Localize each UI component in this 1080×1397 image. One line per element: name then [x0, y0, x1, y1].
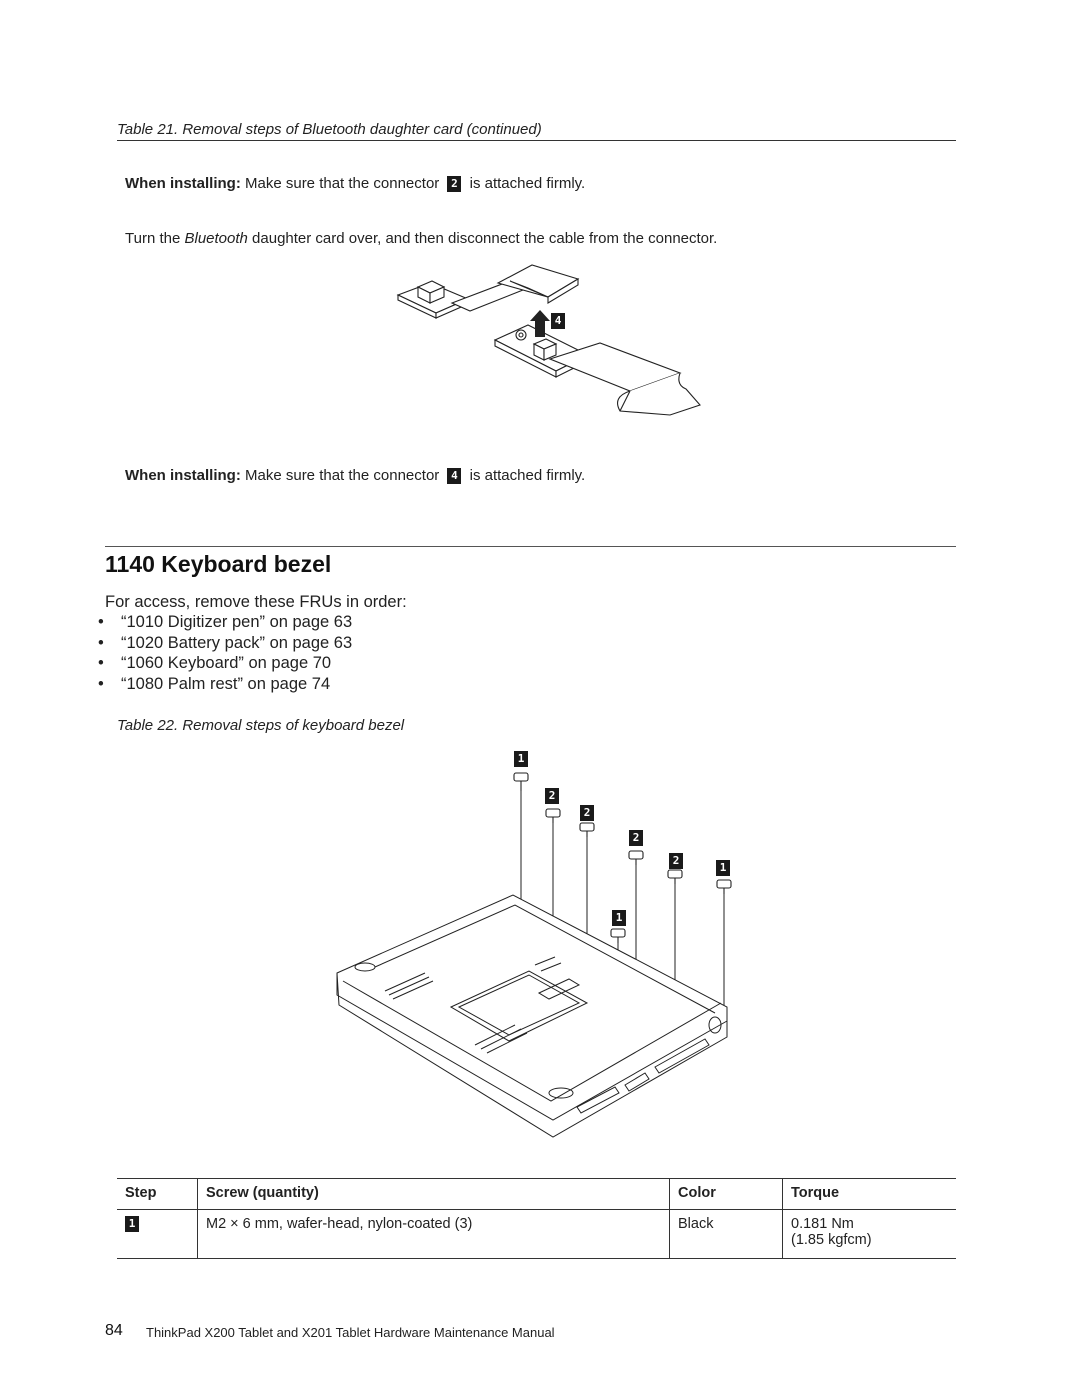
fru-list: “1010 Digitizer pen” on page 63 “1020 Ba…	[95, 612, 352, 694]
screw-table: Step Screw (quantity) Color Torque 1 M2 …	[117, 1179, 956, 1258]
fru-link[interactable]: “1060 Keyboard” on page 70	[95, 653, 352, 674]
table-21-caption: Table 21. Removal steps of Bluetooth dau…	[117, 121, 542, 138]
bluetooth-card-figure	[396, 264, 701, 416]
callout-badge-1: 1	[716, 860, 730, 876]
note-label: When installing:	[125, 467, 241, 484]
callout-badge-2: 2	[629, 830, 643, 846]
table-header-row: Step Screw (quantity) Color Torque	[117, 1179, 956, 1210]
callout-badge-1: 1	[514, 751, 528, 767]
section-rule	[105, 546, 956, 547]
screw-table-wrapper: Step Screw (quantity) Color Torque 1 M2 …	[117, 1178, 956, 1259]
color-cell: Black	[669, 1209, 783, 1258]
step-badge: 1	[125, 1216, 139, 1233]
torque-nm: 0.181 Nm	[791, 1216, 854, 1232]
callout-badge-1: 1	[612, 910, 626, 926]
instruction-emphasis: Bluetooth	[184, 230, 248, 247]
table-row: 1 M2 × 6 mm, wafer-head, nylon-coated (3…	[117, 1209, 956, 1259]
callout-badge-2: 2	[580, 805, 594, 821]
callout-badge: 4	[447, 468, 462, 485]
keyboard-bezel-figure	[336, 772, 732, 1138]
note-text-end: is attached firmly.	[469, 467, 586, 484]
torque-kgfcm: (1.85 kgfcm)	[791, 1232, 872, 1248]
note-label: When installing:	[125, 175, 241, 192]
torque-cell: 0.181 Nm (1.85 kgfcm)	[782, 1209, 956, 1258]
note-text-end: is attached firmly.	[469, 175, 586, 192]
fru-link[interactable]: “1020 Battery pack” on page 63	[95, 633, 352, 654]
page-number: 84	[105, 1322, 123, 1339]
callout-badge-2: 2	[545, 788, 559, 804]
fru-link[interactable]: “1010 Digitizer pen” on page 63	[95, 612, 352, 633]
callout-badge-fig: 4	[551, 313, 565, 329]
installing-note-1: When installing: Make sure that the conn…	[125, 175, 586, 193]
caption-rule	[117, 140, 956, 141]
col-screw: Screw (quantity)	[197, 1179, 670, 1210]
col-step: Step	[117, 1179, 198, 1210]
table-22-caption: Table 22. Removal steps of keyboard beze…	[117, 717, 405, 734]
callout-badge-2: 2	[669, 853, 683, 869]
fru-intro: For access, remove these FRUs in order:	[105, 593, 407, 611]
col-torque: Torque	[782, 1179, 956, 1210]
instruction-start: Turn the	[125, 230, 185, 247]
instruction-text: Turn the Bluetooth daughter card over, a…	[125, 230, 717, 247]
callout-badge: 2	[447, 176, 462, 193]
footer-title: ThinkPad X200 Tablet and X201 Tablet Har…	[146, 1325, 555, 1340]
step-cell: 1	[117, 1210, 198, 1259]
note-text: Make sure that the connector	[245, 175, 440, 192]
col-color: Color	[669, 1179, 783, 1210]
instruction-end: daughter card over, and then disconnect …	[247, 230, 718, 247]
section-title: 1140 Keyboard bezel	[105, 551, 332, 577]
fru-link[interactable]: “1080 Palm rest” on page 74	[95, 674, 352, 695]
note-text: Make sure that the connector	[245, 467, 440, 484]
installing-note-2: When installing: Make sure that the conn…	[125, 467, 586, 485]
screw-cell: M2 × 6 mm, wafer-head, nylon-coated (3)	[197, 1209, 670, 1258]
